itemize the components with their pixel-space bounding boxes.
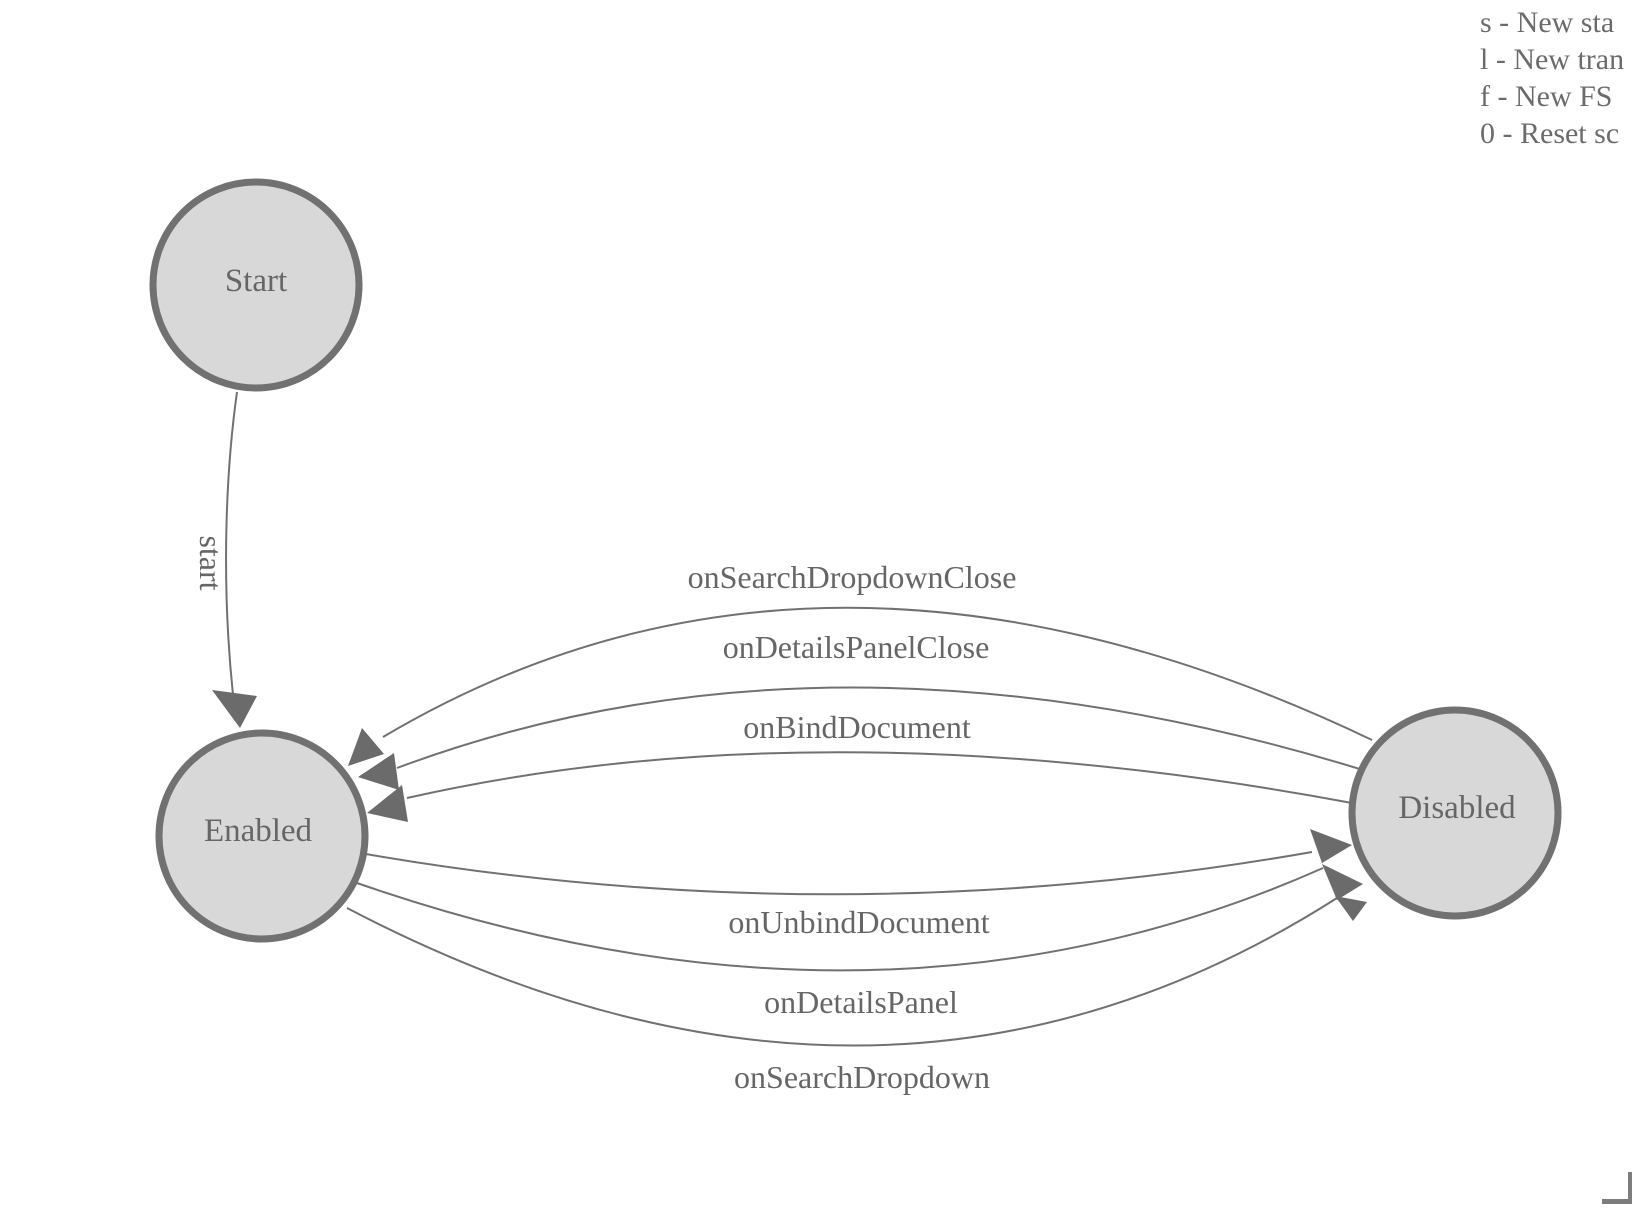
transition-onDetailsPanelClose[interactable] — [396, 686, 1364, 771]
state-circle-enabled[interactable] — [155, 729, 369, 943]
transition-label-onDetailsPanel[interactable]: onDetailsPanel — [764, 984, 958, 1020]
arrowhead-icon — [348, 728, 384, 766]
hotkey-legend: s - New sta l - New tran f - New FS 0 - … — [1480, 4, 1632, 152]
arrowhead-icon — [212, 690, 257, 728]
transition-label-onSearchDropdownClose[interactable]: onSearchDropdownClose — [688, 559, 1017, 595]
arrowhead-icon — [1310, 829, 1352, 863]
transition-label-onDetailsPanelClose[interactable]: onDetailsPanelClose — [723, 629, 990, 665]
state-node-start[interactable]: Start — [149, 178, 363, 392]
transition-label-onUnbindDocument[interactable]: onUnbindDocument — [728, 904, 989, 940]
state-node-disabled[interactable]: Disabled — [1348, 706, 1562, 920]
state-label-disabled: Disabled — [1398, 790, 1516, 826]
arrowhead-icon — [358, 753, 399, 790]
transition-onUnbindDocument[interactable] — [359, 851, 1313, 896]
transition-onSearchDropdownClose[interactable] — [382, 606, 1373, 741]
canvas-corner-fragment — [1628, 1172, 1632, 1204]
state-node-enabled[interactable]: Enabled — [155, 729, 369, 943]
transition-onSearchDropdown[interactable] — [346, 897, 1338, 1047]
arrowhead-icon — [1335, 896, 1367, 921]
state-label-start: Start — [225, 263, 287, 299]
transition-label-onSearchDropdown[interactable]: onSearchDropdown — [734, 1059, 990, 1095]
legend-line-new-transition: l - New tran — [1480, 43, 1625, 76]
state-circle-disabled[interactable] — [1348, 706, 1562, 920]
legend-line-new-state: s - New sta — [1480, 6, 1615, 39]
arrowhead-icon — [367, 785, 408, 822]
canvas-corner-fragment — [1602, 1199, 1632, 1204]
transition-label-start[interactable]: start — [193, 535, 229, 590]
arrowhead-icon — [1322, 864, 1363, 900]
legend-line-reset: 0 - Reset sc — [1480, 117, 1620, 150]
transition-onBindDocument[interactable] — [406, 751, 1353, 804]
legend-line-new-fsm: f - New FS — [1480, 80, 1613, 113]
transition-label-onBindDocument[interactable]: onBindDocument — [743, 709, 971, 745]
state-circle-start[interactable] — [149, 178, 363, 392]
transition-start[interactable] — [225, 391, 238, 696]
state-label-enabled: Enabled — [204, 813, 313, 849]
transition-onDetailsPanel[interactable] — [356, 867, 1324, 972]
